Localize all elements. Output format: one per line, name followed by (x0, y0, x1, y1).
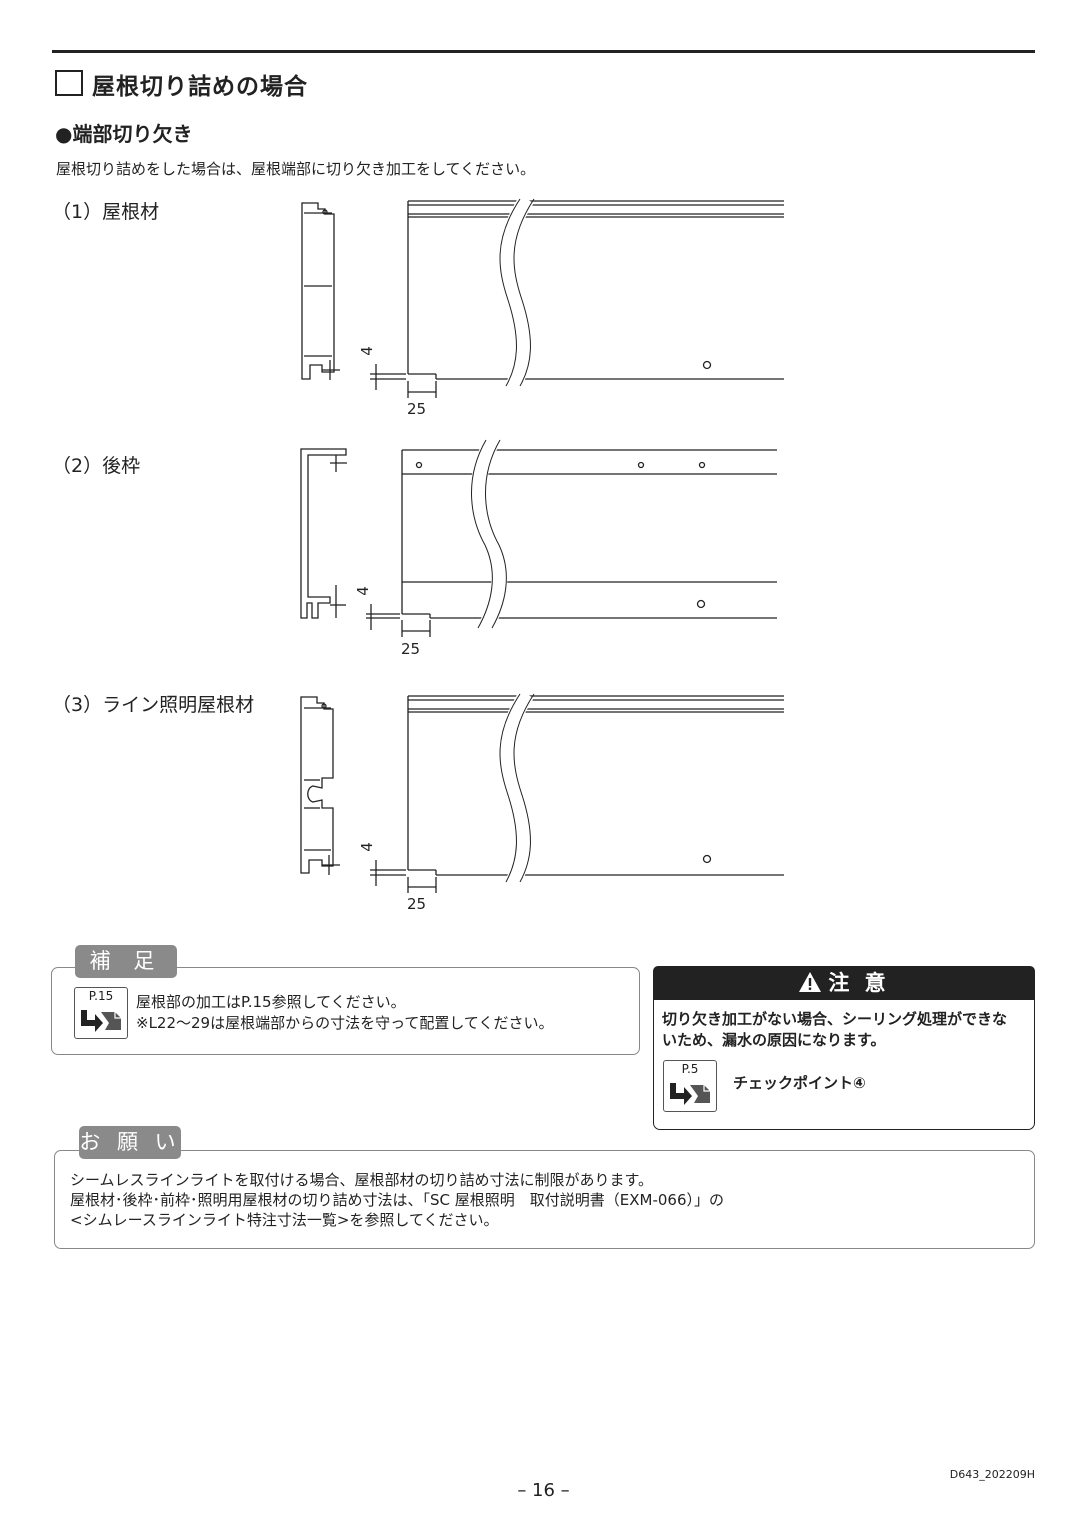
caution-checkpoint: チェックポイント④ (733, 1074, 866, 1092)
figure-3-drawing (300, 693, 784, 893)
section-title: 屋根切り詰めの場合 (92, 74, 308, 100)
caution-line-2: いため、漏水の原因になります。 (662, 1031, 886, 1049)
supplement-ref-badge[interactable]: P.15 (74, 987, 128, 1039)
caution-header-text: 注 意 (828, 971, 890, 995)
supplement-line-2: ※L22～29は屋根端部からの寸法を守って配置してください。 (136, 1014, 554, 1032)
request-box (54, 1150, 1035, 1249)
figure-3-label: （3）ライン照明屋根材 (52, 694, 255, 716)
request-line-2: 屋根材･後枠･前枠･照明用屋根材の切り詰め寸法は、「SC 屋根照明 取付説明書（… (70, 1191, 725, 1209)
caution-line-1: 切り欠き加工がない場合、シーリング処理ができな (662, 1010, 1008, 1028)
figure-2-label: （2）後枠 (52, 455, 141, 477)
subsection-title: ●端部切り欠き (55, 122, 193, 146)
figure-3-dim-horizontal: 25 (407, 895, 427, 913)
figure-3-dim-vertical: 4 (357, 842, 376, 852)
caution-header: 注 意 (653, 966, 1035, 1000)
caution-ref-page: P.5 (681, 1062, 699, 1076)
page-reference-icon (81, 1010, 121, 1032)
request-line-1: シームレスラインライトを取付ける場合、屋根部材の切り詰め寸法に制限があります。 (70, 1171, 654, 1189)
figure-1-label: （1）屋根材 (52, 201, 160, 223)
request-line-3: <シムレースラインライト特注寸法一覧>を参照してください。 (70, 1211, 499, 1229)
intro-text: 屋根切り詰めをした場合は、屋根端部に切り欠き加工をしてください。 (56, 160, 536, 178)
warning-triangle-icon (799, 972, 822, 992)
supplement-box (51, 967, 640, 1055)
document-code: D643_202209H (949, 1468, 1035, 1481)
section-checkbox-icon (55, 70, 83, 96)
supplement-line-1: 屋根部の加工はP.15参照してください。 (136, 993, 406, 1011)
page-reference-icon (670, 1083, 710, 1105)
figure-1-drawing (301, 198, 784, 398)
supplement-ref-page: P.15 (88, 989, 114, 1003)
page-number: – 16 – (517, 1480, 570, 1501)
caution-ref-badge[interactable]: P.5 (663, 1060, 717, 1112)
top-rule (52, 50, 1035, 53)
figure-1-dim-horizontal: 25 (407, 400, 427, 418)
figure-2-dim-horizontal: 25 (401, 640, 421, 658)
request-tab: お 願 い (79, 1126, 181, 1159)
figure-2-drawing (300, 439, 777, 637)
supplement-tab: 補 足 (75, 945, 177, 978)
